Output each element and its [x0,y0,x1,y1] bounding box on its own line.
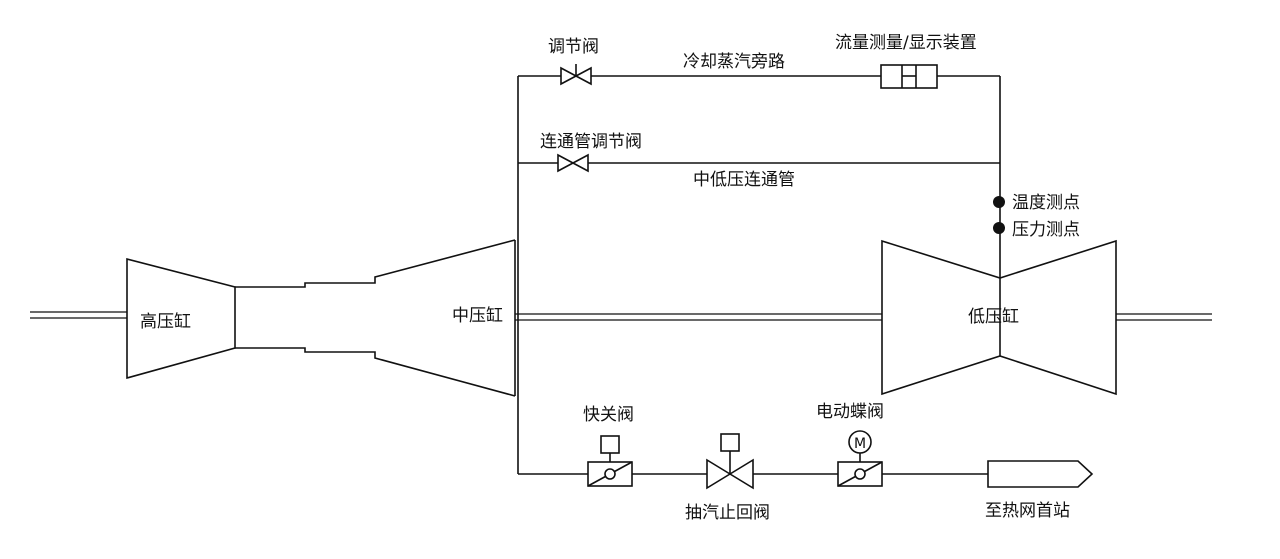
lp-cylinder-label: 低压缸 [968,306,1019,327]
quick-close-valve-symbol [587,435,633,487]
to-station-arrow [987,460,1094,488]
pressure-point-label: 压力测点 [1012,220,1080,240]
check-valve-label: 抽汽止回阀 [685,503,770,523]
flow-device-symbol [880,64,938,89]
regulating-valve-symbol [560,64,592,86]
crossover-valve-label: 连通管调节阀 [540,132,642,152]
shaft-right [1116,313,1212,321]
motor-butterfly-valve-symbol [837,430,883,487]
regulating-valve-label: 调节阀 [548,37,599,57]
crossover-pipe-label: 中低压连通管 [693,170,795,190]
motor-butterfly-valve-label: 电动蝶阀 [816,402,884,422]
shaft-left [30,311,128,319]
motor-symbol-letter: M [854,436,866,452]
crossover-valve-symbol [557,153,589,173]
cooling-bypass-label: 冷却蒸汽旁路 [683,52,785,72]
pressure-point-dot [993,222,1005,234]
temperature-point-label: 温度测点 [1012,193,1080,213]
temperature-point-dot [993,196,1005,208]
to-station-label: 至热网首站 [985,501,1070,521]
hp-cylinder-label: 高压缸 [140,311,191,332]
check-valve-symbol [706,433,754,490]
piping [517,75,1001,474]
hp-ip-casing [235,239,516,397]
flow-device-label: 流量测量/显示装置 [835,33,977,53]
shaft-middle [515,313,882,321]
quick-close-valve-label: 快关阀 [583,405,634,425]
ip-cylinder-label: 中压缸 [452,305,503,326]
